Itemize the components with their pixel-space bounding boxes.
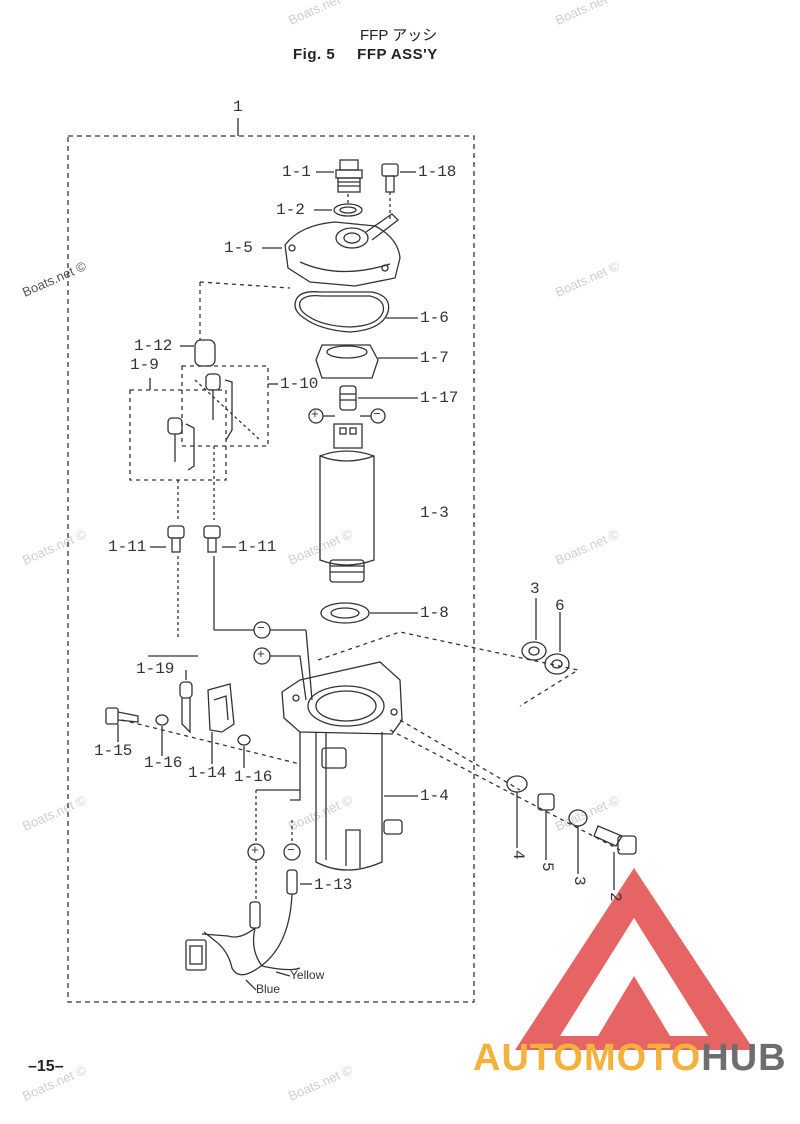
part-1-18-screw — [381, 163, 399, 193]
callout-1-10: 1-10 — [280, 375, 319, 393]
callout-3: 3 — [570, 876, 588, 886]
part-3-washer — [521, 641, 547, 661]
callout-1-2: 1-2 — [276, 201, 305, 219]
callout-1-3: 1-3 — [420, 504, 449, 522]
wire-label-yellow: Yellow — [290, 968, 325, 982]
callout-1-18: 1-18 — [418, 163, 457, 181]
callout-2: 2 — [606, 892, 624, 902]
part-1-16-washer — [237, 734, 251, 746]
plus-sign: + — [251, 843, 259, 858]
minus-sign: − — [287, 843, 295, 858]
callout-4: 4 — [509, 850, 527, 860]
callout-1-16: 1-16 — [144, 754, 183, 772]
part-1-6-gasket — [294, 291, 390, 333]
callout-1-11: 1-11 — [108, 538, 147, 556]
callout-1-4: 1-4 — [420, 787, 449, 805]
callout-1-5: 1-5 — [224, 239, 253, 257]
part-1-3-fuel-pump — [319, 423, 375, 583]
terminal-connector — [167, 373, 233, 471]
callout-1-12: 1-12 — [134, 337, 173, 355]
part-1-9-group — [129, 389, 227, 481]
part-1-15-screw — [105, 707, 139, 725]
figure-number: Fig. 5 — [293, 46, 336, 63]
callout-1-6: 1-6 — [420, 309, 449, 327]
callout-1-16: 1-16 — [234, 768, 273, 786]
part-1-13-harness — [185, 869, 301, 976]
part-1-16-washer — [155, 714, 169, 726]
figure-title-text: FFP ASS'Y — [357, 46, 438, 63]
callout-1-8: 1-8 — [420, 604, 449, 622]
callout-1-1: 1-1 — [282, 163, 311, 181]
callout-1-19: 1-19 — [136, 660, 175, 678]
callout-1-9: 1-9 — [130, 356, 159, 374]
part-6-grommet — [544, 653, 570, 675]
part-1-7-ring-nut — [315, 344, 379, 379]
brand-part-2: HUB — [701, 1037, 787, 1079]
brand-part-1: AUTOMOTO — [473, 1037, 702, 1079]
part-1-11-bolt-right — [203, 525, 221, 553]
part-5-collar — [537, 793, 555, 811]
figure-title: Fig. 5 FFP ASS'Y — [293, 46, 438, 63]
part-1-10-group — [181, 365, 269, 447]
part-1-19-terminal — [179, 681, 193, 734]
part-1-14-bracket — [207, 683, 235, 733]
page-number: –15– — [28, 1058, 64, 1075]
callout-5: 5 — [538, 862, 556, 872]
minus-terminal-mark — [283, 843, 301, 861]
assembly-boundary — [67, 135, 475, 1003]
part-3-washer — [568, 809, 588, 827]
part-1-4-filter-housing — [281, 661, 403, 871]
callout-1-11: 1-11 — [238, 538, 277, 556]
callout-1-17: 1-17 — [420, 389, 459, 407]
callout-1-13: 1-13 — [314, 876, 353, 894]
part-1-11-bolt-left — [167, 525, 185, 553]
brand-wordmark: AUTOMOTOHUB — [473, 1037, 787, 1080]
part-1-17-fitting — [339, 385, 357, 411]
plus-sign: + — [257, 647, 265, 662]
callout-1-14: 1-14 — [188, 764, 227, 782]
callout-3: 3 — [530, 580, 540, 598]
callout-1-7: 1-7 — [420, 349, 449, 367]
wire-label-blue: Blue — [256, 982, 281, 996]
part-1-2-o-ring — [333, 203, 363, 217]
callout-1-15: 1-15 — [94, 742, 133, 760]
part-1-5-cover — [284, 213, 401, 287]
minus-sign: − — [373, 407, 381, 422]
part-4-grommet — [506, 775, 528, 793]
part-1-12-cap — [194, 339, 216, 367]
callout-6: 6 — [555, 597, 565, 615]
brand-logo — [515, 868, 754, 1050]
part-1-8-seal — [320, 602, 370, 624]
part-1-1-fitting — [335, 159, 363, 193]
minus-terminal-mark — [253, 621, 271, 639]
callout-assembly: 1 — [233, 98, 243, 116]
minus-sign: − — [257, 621, 265, 636]
title-japanese: FFP アッシ — [360, 27, 438, 44]
plus-sign: + — [311, 407, 319, 422]
part-2-bolt — [593, 825, 637, 855]
